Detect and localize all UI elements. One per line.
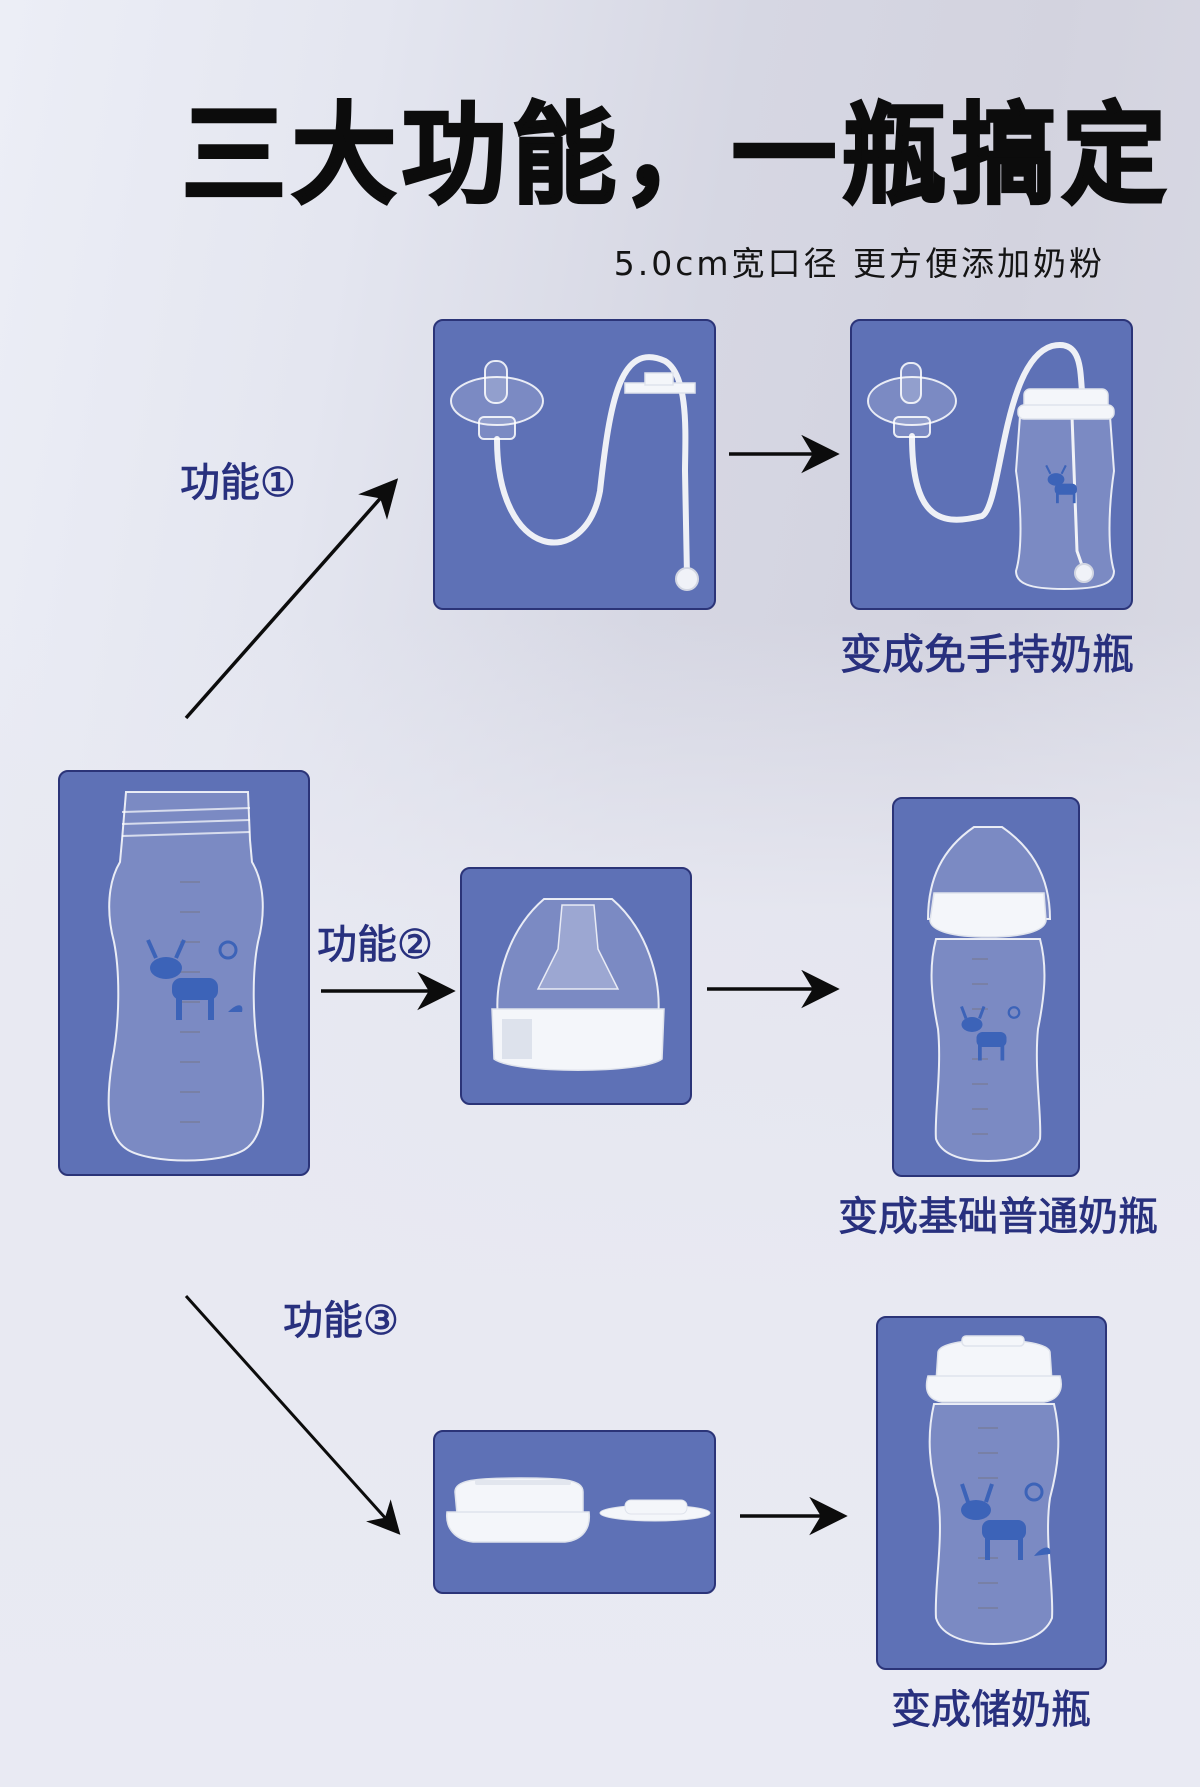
arrow-to-function-1: [184, 478, 399, 720]
function-1-result-label: 变成免手持奶瓶: [840, 630, 1135, 679]
panel-standard-bottle: [892, 797, 1080, 1177]
page-title: 三大功能，一瓶搞定: [181, 90, 1173, 220]
function-2-result-label: 变成基础普通奶瓶: [838, 1194, 1159, 1241]
page-subtitle: 5.0cm宽口径 更方便添加奶粉: [613, 244, 1105, 283]
function-3-result-label: 变成储奶瓶: [891, 1687, 1092, 1734]
function-2-label: 功能②: [317, 922, 434, 969]
panel-base-bottle: [58, 770, 310, 1176]
hands-free-bottle-icon: [867, 342, 1116, 591]
panel-hands-free-bottle: [850, 319, 1133, 610]
baby-bottle-icon: [107, 791, 265, 1162]
panel-straw-pacifier-kit: [433, 319, 716, 610]
standard-bottle-icon: [926, 826, 1052, 1163]
panel-nipple-cap: [460, 867, 692, 1105]
nipple-cap-icon: [491, 898, 665, 1071]
panel-storage-lid: [433, 1430, 716, 1594]
storage-lid-icon: [446, 1477, 711, 1543]
pacifier-straw-icon: [450, 354, 699, 591]
storage-bottle-icon: [925, 1335, 1062, 1646]
function-1-label: 功能①: [180, 460, 297, 507]
arrow-to-function-3: [184, 1294, 401, 1535]
function-3-label: 功能③: [283, 1298, 400, 1345]
panel-storage-bottle: [876, 1316, 1107, 1670]
